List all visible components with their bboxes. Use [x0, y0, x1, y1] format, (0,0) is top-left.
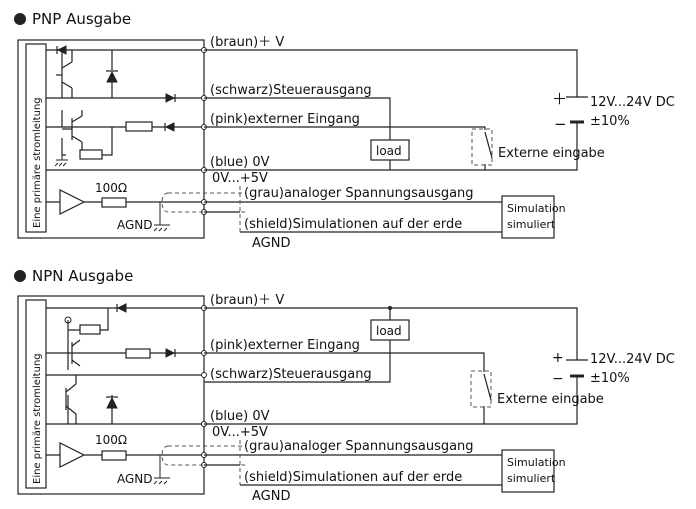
pnp-wire-schwarz: (schwarz)Steuerausgang: [210, 83, 372, 98]
pnp-pulldown-resistor-icon: [79, 149, 103, 160]
npn-pullup-resistor-icon: [79, 324, 101, 335]
npn-switch-icon: [483, 373, 492, 401]
npn-input-diode-icon: [165, 348, 176, 358]
pnp-agnd-ground-icon: [153, 202, 170, 232]
pnp-wire-grau: (grau)analoger Spannungsausgang: [244, 186, 474, 201]
npn-supply-plus: +: [552, 350, 564, 366]
npn-agnd-outer: AGND: [252, 489, 290, 504]
pnp-input-diode-icon: [164, 122, 175, 132]
pnp-transistor-1-icon: [56, 50, 73, 98]
pnp-diode-top-icon: [56, 45, 67, 55]
npn-side-label-box: [25, 299, 47, 489]
npn-agnd-ground-icon: [153, 455, 170, 485]
pnp-load-label: load: [376, 144, 402, 158]
pnp-side-label-box: [25, 43, 47, 233]
npn-input-resistor-icon: [125, 348, 151, 359]
pnp-opamp-icon: [59, 189, 86, 215]
pnp-resistor-label: 100Ω: [95, 181, 127, 195]
npn-transistor-2-icon: [65, 375, 77, 424]
pnp-100ohm-resistor-icon: [101, 197, 127, 208]
npn-opamp-icon: [59, 442, 86, 468]
pnp-zener-diode-icon: [106, 70, 118, 83]
npn-wire-pink: (pink)externer Eingang: [210, 338, 360, 353]
pnp-switch-icon: [484, 131, 493, 159]
pnp-wire-blue: (blue) 0V: [210, 155, 270, 170]
pnp-external-wires: [204, 49, 578, 233]
npn-wire-shield: (shield)Simulationen auf der erde: [244, 470, 462, 485]
npn-transistor-1-icon: [71, 339, 81, 367]
pnp-input-resistor-icon: [125, 121, 153, 132]
pnp-supply-icon: [566, 96, 588, 124]
npn-sensor-housing: [17, 295, 205, 495]
npn-wire-braun: (braun)＋ V: [210, 293, 284, 308]
pnp-wire-range: 0V...+5V: [212, 171, 268, 186]
pnp-supply-plus: ＋: [552, 90, 567, 108]
pnp-load-box: [370, 139, 410, 161]
npn-supply-minus: −: [552, 371, 564, 387]
npn-wire-schwarz: (schwarz)Steuerausgang: [210, 367, 372, 382]
npn-simulation-box: [501, 449, 555, 493]
npn-heading: NPN Ausgabe: [32, 267, 133, 285]
pnp-supply-voltage: 12V...24V DC: [590, 95, 675, 110]
pnp-simulation-box: [501, 195, 555, 239]
npn-section: NPN Ausgabe Eine primäre stromleitung: [14, 267, 675, 504]
npn-external-input: Externe eingabe: [497, 392, 604, 407]
pnp-transistor-2-icon: [62, 110, 83, 155]
npn-wire-range: 0V...+5V: [212, 425, 268, 440]
pnp-wire-braun: (braun)＋ V: [210, 35, 284, 50]
npn-wire-blue: (blue) 0V: [210, 409, 270, 424]
npn-sim-line2: simuliert: [507, 472, 556, 485]
pnp-wire-shield: (shield)Simulationen auf der erde: [244, 217, 462, 232]
npn-load-label: load: [376, 324, 402, 338]
pnp-external-input: Externe eingabe: [498, 146, 605, 161]
pnp-section: PNP Ausgabe Eine primäre stromleitung: [14, 10, 675, 251]
pnp-heading: PNP Ausgabe: [32, 10, 131, 28]
pnp-agnd-outer: AGND: [252, 236, 290, 251]
pnp-supply-minus: −: [554, 115, 567, 133]
pnp-bullet-icon: [14, 13, 26, 25]
npn-agnd-inner: AGND: [117, 472, 153, 486]
pnp-output-diode-icon: [165, 93, 176, 103]
pnp-internal-wires: [46, 49, 204, 203]
npn-resistor-label: 100Ω: [95, 433, 127, 447]
npn-zener-diode-icon: [106, 396, 118, 409]
pnp-sensor-housing: [17, 39, 205, 239]
pnp-sim-line1: Simulation: [507, 202, 566, 215]
pnp-supply-tolerance: ±10%: [590, 114, 630, 129]
npn-external-wires: [204, 307, 578, 486]
pnp-wire-pink: (pink)externer Eingang: [210, 112, 360, 127]
pnp-agnd-inner: AGND: [117, 218, 153, 232]
npn-supply-voltage: 12V...24V DC: [590, 352, 675, 367]
npn-wire-grau: (grau)analoger Spannungsausgang: [244, 439, 474, 454]
npn-side-label: Eine primäre stromleitung: [32, 353, 43, 484]
pnp-side-label: Eine primäre stromleitung: [32, 97, 43, 228]
npn-supply-icon: [566, 350, 588, 378]
npn-diode-top-icon: [116, 303, 127, 313]
npn-100ohm-resistor-icon: [101, 450, 127, 461]
npn-sim-line1: Simulation: [507, 456, 566, 469]
npn-load-box: [370, 319, 410, 341]
pnp-sim-line2: simuliert: [507, 218, 556, 231]
npn-bullet-icon: [14, 270, 26, 282]
npn-supply-tolerance: ±10%: [590, 371, 630, 386]
pnp-ground-icon: [54, 155, 68, 167]
